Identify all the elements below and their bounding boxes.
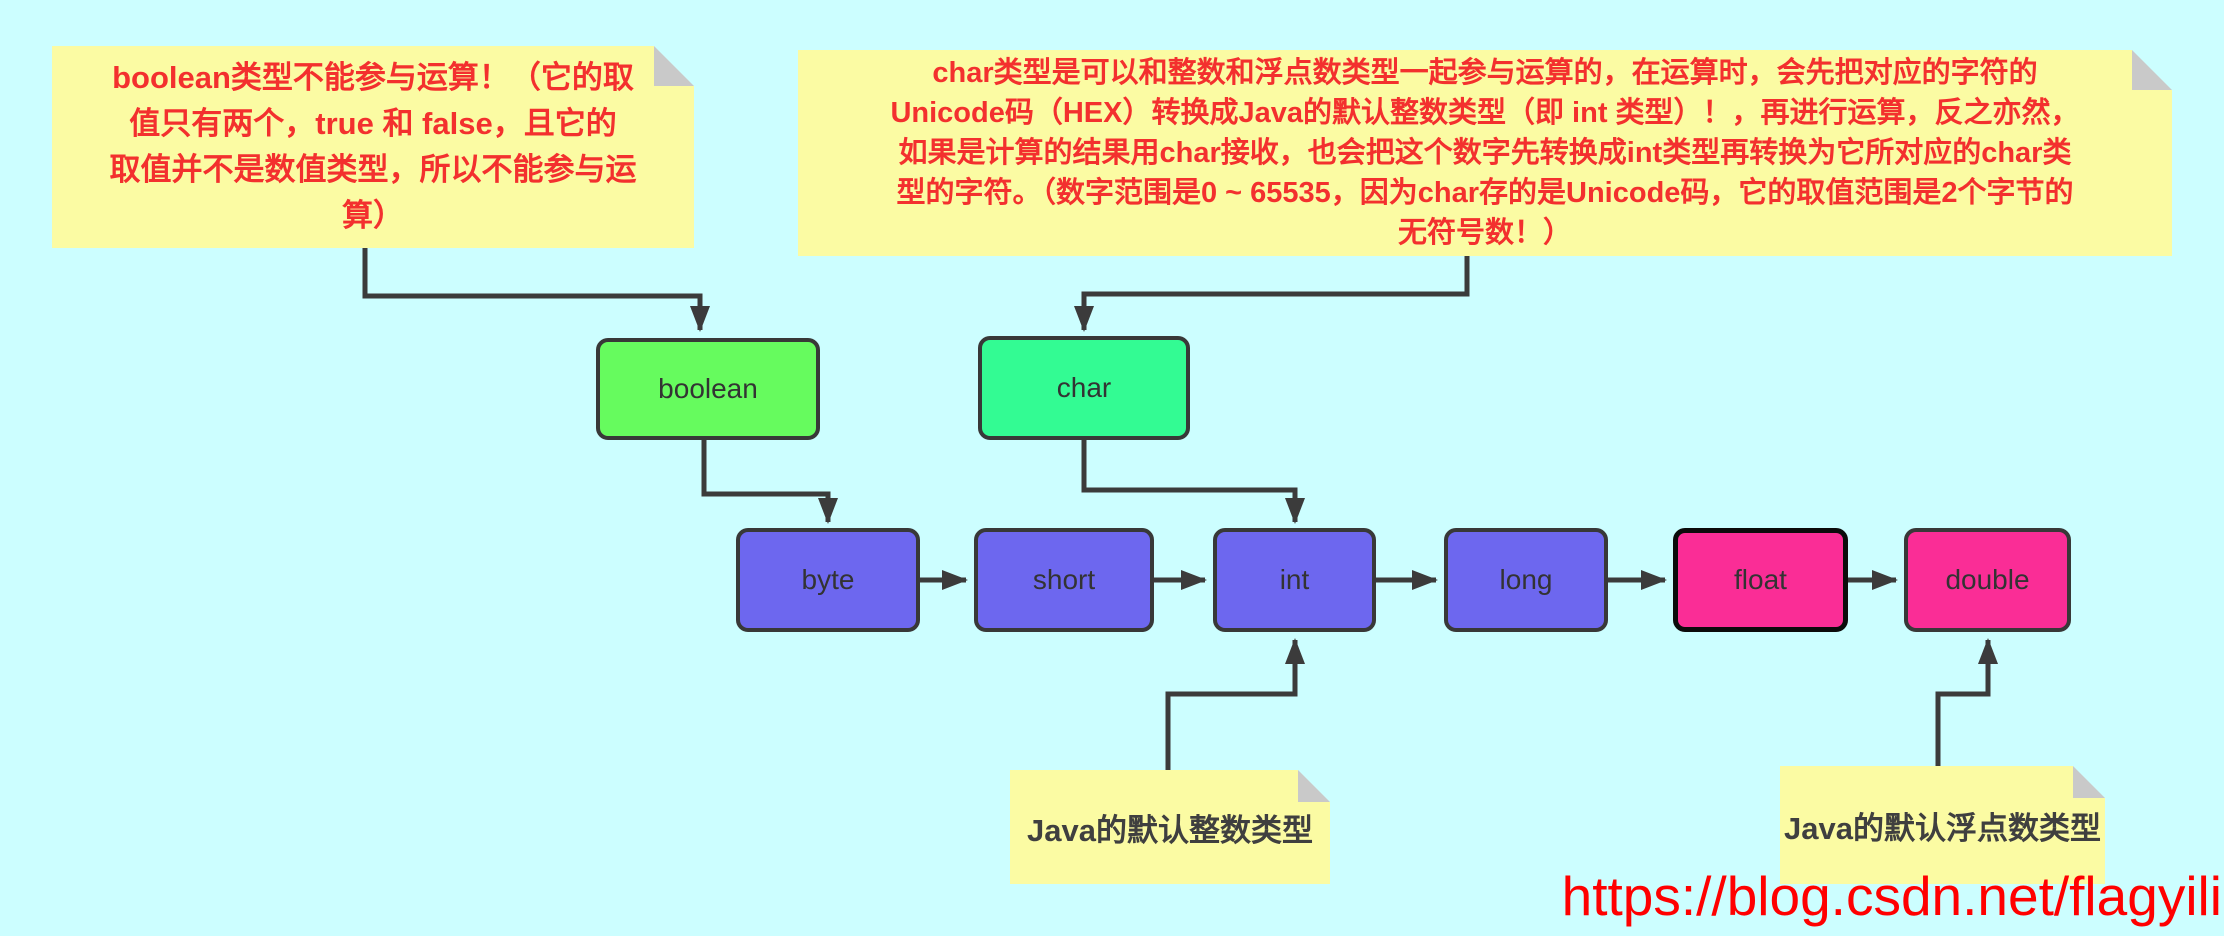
type-box-short: short — [974, 528, 1154, 632]
connector-boolean-to-byte — [701, 440, 838, 524]
connector-float-note-to-double — [1935, 638, 1998, 766]
folded-corner-icon — [1298, 770, 1330, 802]
type-box-int: int — [1213, 528, 1376, 632]
float-note-text: Java的默认浮点数类型 — [1784, 810, 2101, 846]
type-box-float: float — [1673, 528, 1848, 632]
blog-watermark: https://blog.csdn.net/flagyili — [1561, 865, 2222, 927]
type-box-byte: byte — [736, 528, 920, 632]
folded-corner-icon — [2073, 766, 2105, 798]
char-sticky-note: char类型是可以和整数和浮点数类型一起参与运算的，在运算时，会先把对应的字符的… — [798, 50, 2172, 256]
type-box-label: boolean — [658, 373, 758, 404]
type-box-boolean: boolean — [596, 338, 820, 440]
int-default-sticky-note: Java的默认整数类型 — [1010, 770, 1330, 884]
folded-corner-icon — [2132, 50, 2172, 90]
int-note-text: Java的默认整数类型 — [1027, 812, 1313, 848]
type-box-label: long — [1499, 564, 1553, 595]
type-box-label: byte — [801, 564, 855, 595]
boolean-sticky-note: boolean类型不能参与运算！（它的取 值只有两个，true 和 false，… — [52, 46, 694, 248]
connector-char-to-int — [1081, 440, 1305, 524]
type-box-label: short — [1032, 564, 1096, 595]
connector-char-note-to-char — [1074, 256, 1470, 332]
folded-corner-icon — [654, 46, 694, 86]
type-box-char: char — [978, 336, 1190, 440]
type-box-long: long — [1444, 528, 1608, 632]
type-box-label: char — [1056, 372, 1112, 403]
float-default-sticky-note: Java的默认浮点数类型 — [1780, 766, 2105, 884]
boolean-note-text: boolean类型不能参与运算！（它的取 值只有两个，true 和 false，… — [109, 60, 637, 233]
type-box-label: double — [1945, 564, 2030, 595]
type-box-label: float — [1734, 564, 1787, 595]
connector-int-note-to-int — [1165, 638, 1305, 770]
connector-boolean-note-to-boolean — [362, 248, 710, 332]
char-note-text: char类型是可以和整数和浮点数类型一起参与运算的，在运算时，会先把对应的字符的… — [890, 57, 2080, 249]
type-box-double: double — [1904, 528, 2071, 632]
type-box-label: int — [1279, 564, 1310, 595]
